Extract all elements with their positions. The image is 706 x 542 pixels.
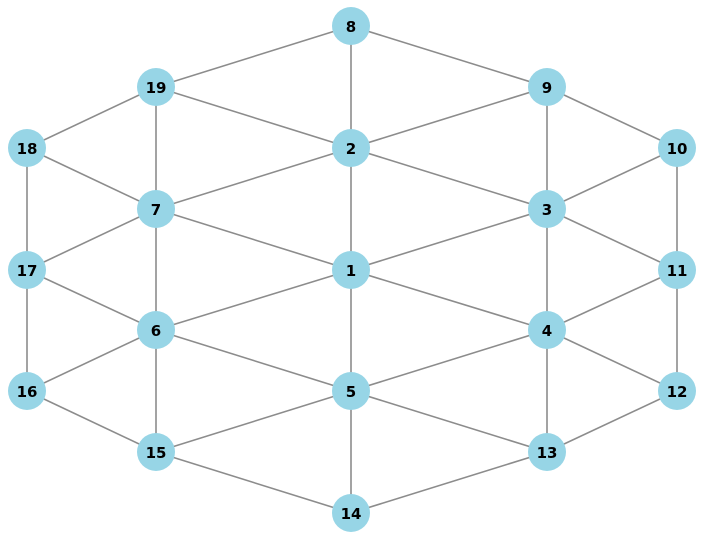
edge-layer: [26, 25, 678, 514]
edge-5-6: [155, 329, 352, 392]
node-circle: [528, 311, 566, 349]
edge-6-16: [26, 329, 157, 392]
node-17: 17: [8, 251, 46, 289]
node-8: 8: [332, 7, 370, 45]
edge-18-19: [26, 86, 157, 149]
node-circle: [332, 494, 370, 532]
node-5: 5: [332, 372, 370, 410]
node-label: 17: [17, 262, 38, 280]
edge-2-3: [350, 147, 548, 210]
node-circle: [137, 190, 175, 228]
node-circle: [8, 251, 46, 289]
node-2: 2: [332, 129, 370, 167]
node-circle: [528, 68, 566, 106]
node-label: 10: [667, 140, 688, 158]
edge-5-15: [155, 390, 352, 453]
node-label: 5: [346, 383, 356, 401]
node-label: 1: [346, 262, 356, 280]
node-label: 7: [151, 201, 161, 219]
node-circle: [528, 433, 566, 471]
node-circle: [332, 7, 370, 45]
node-9: 9: [528, 68, 566, 106]
node-circle: [8, 372, 46, 410]
node-18: 18: [8, 129, 46, 167]
node-label: 9: [542, 79, 552, 97]
edge-14-15: [155, 451, 352, 514]
edge-8-9: [350, 25, 548, 88]
node-label: 6: [151, 322, 161, 340]
edge-3-10: [546, 147, 678, 210]
edge-12-13: [546, 390, 678, 453]
node-circle: [137, 311, 175, 349]
edge-7-18: [26, 147, 157, 210]
node-12: 12: [658, 372, 696, 410]
edge-1-4: [350, 269, 548, 331]
edge-4-11: [546, 269, 678, 331]
edge-9-10: [546, 86, 678, 149]
node-4: 4: [528, 311, 566, 349]
edge-1-6: [155, 269, 352, 331]
node-label: 16: [17, 383, 38, 401]
node-circle: [658, 251, 696, 289]
node-label: 3: [542, 201, 552, 219]
node-13: 13: [528, 433, 566, 471]
node-7: 7: [137, 190, 175, 228]
node-15: 15: [137, 433, 175, 471]
edge-1-7: [155, 208, 352, 271]
node-circle: [528, 190, 566, 228]
node-14: 14: [332, 494, 370, 532]
node-circle: [658, 372, 696, 410]
node-circle: [137, 433, 175, 471]
node-label: 13: [537, 444, 558, 462]
edge-5-13: [350, 390, 548, 453]
node-1: 1: [332, 251, 370, 289]
edge-13-14: [350, 451, 548, 514]
node-6: 6: [137, 311, 175, 349]
node-circle: [8, 129, 46, 167]
edge-2-7: [155, 147, 352, 210]
edge-15-16: [26, 390, 157, 453]
node-circle: [332, 372, 370, 410]
node-label: 2: [346, 140, 356, 158]
node-label: 12: [667, 383, 688, 401]
node-label: 18: [17, 140, 38, 158]
node-label: 14: [341, 505, 362, 523]
edge-3-11: [546, 208, 678, 271]
edge-8-19: [155, 25, 352, 88]
node-label: 19: [146, 79, 167, 97]
edge-1-3: [350, 208, 548, 271]
node-19: 19: [137, 68, 175, 106]
node-circle: [658, 129, 696, 167]
edge-2-9: [350, 86, 548, 149]
node-label: 11: [667, 262, 688, 280]
edge-6-17: [26, 269, 157, 331]
node-10: 10: [658, 129, 696, 167]
node-label: 15: [146, 444, 167, 462]
node-label: 4: [542, 322, 552, 340]
edge-4-12: [546, 329, 678, 392]
node-16: 16: [8, 372, 46, 410]
edge-4-5: [350, 329, 548, 392]
node-circle: [137, 68, 175, 106]
node-circle: [332, 129, 370, 167]
node-circle: [332, 251, 370, 289]
edge-2-19: [155, 86, 352, 149]
node-3: 3: [528, 190, 566, 228]
node-11: 11: [658, 251, 696, 289]
node-label: 8: [346, 18, 356, 36]
edge-7-17: [26, 208, 157, 271]
